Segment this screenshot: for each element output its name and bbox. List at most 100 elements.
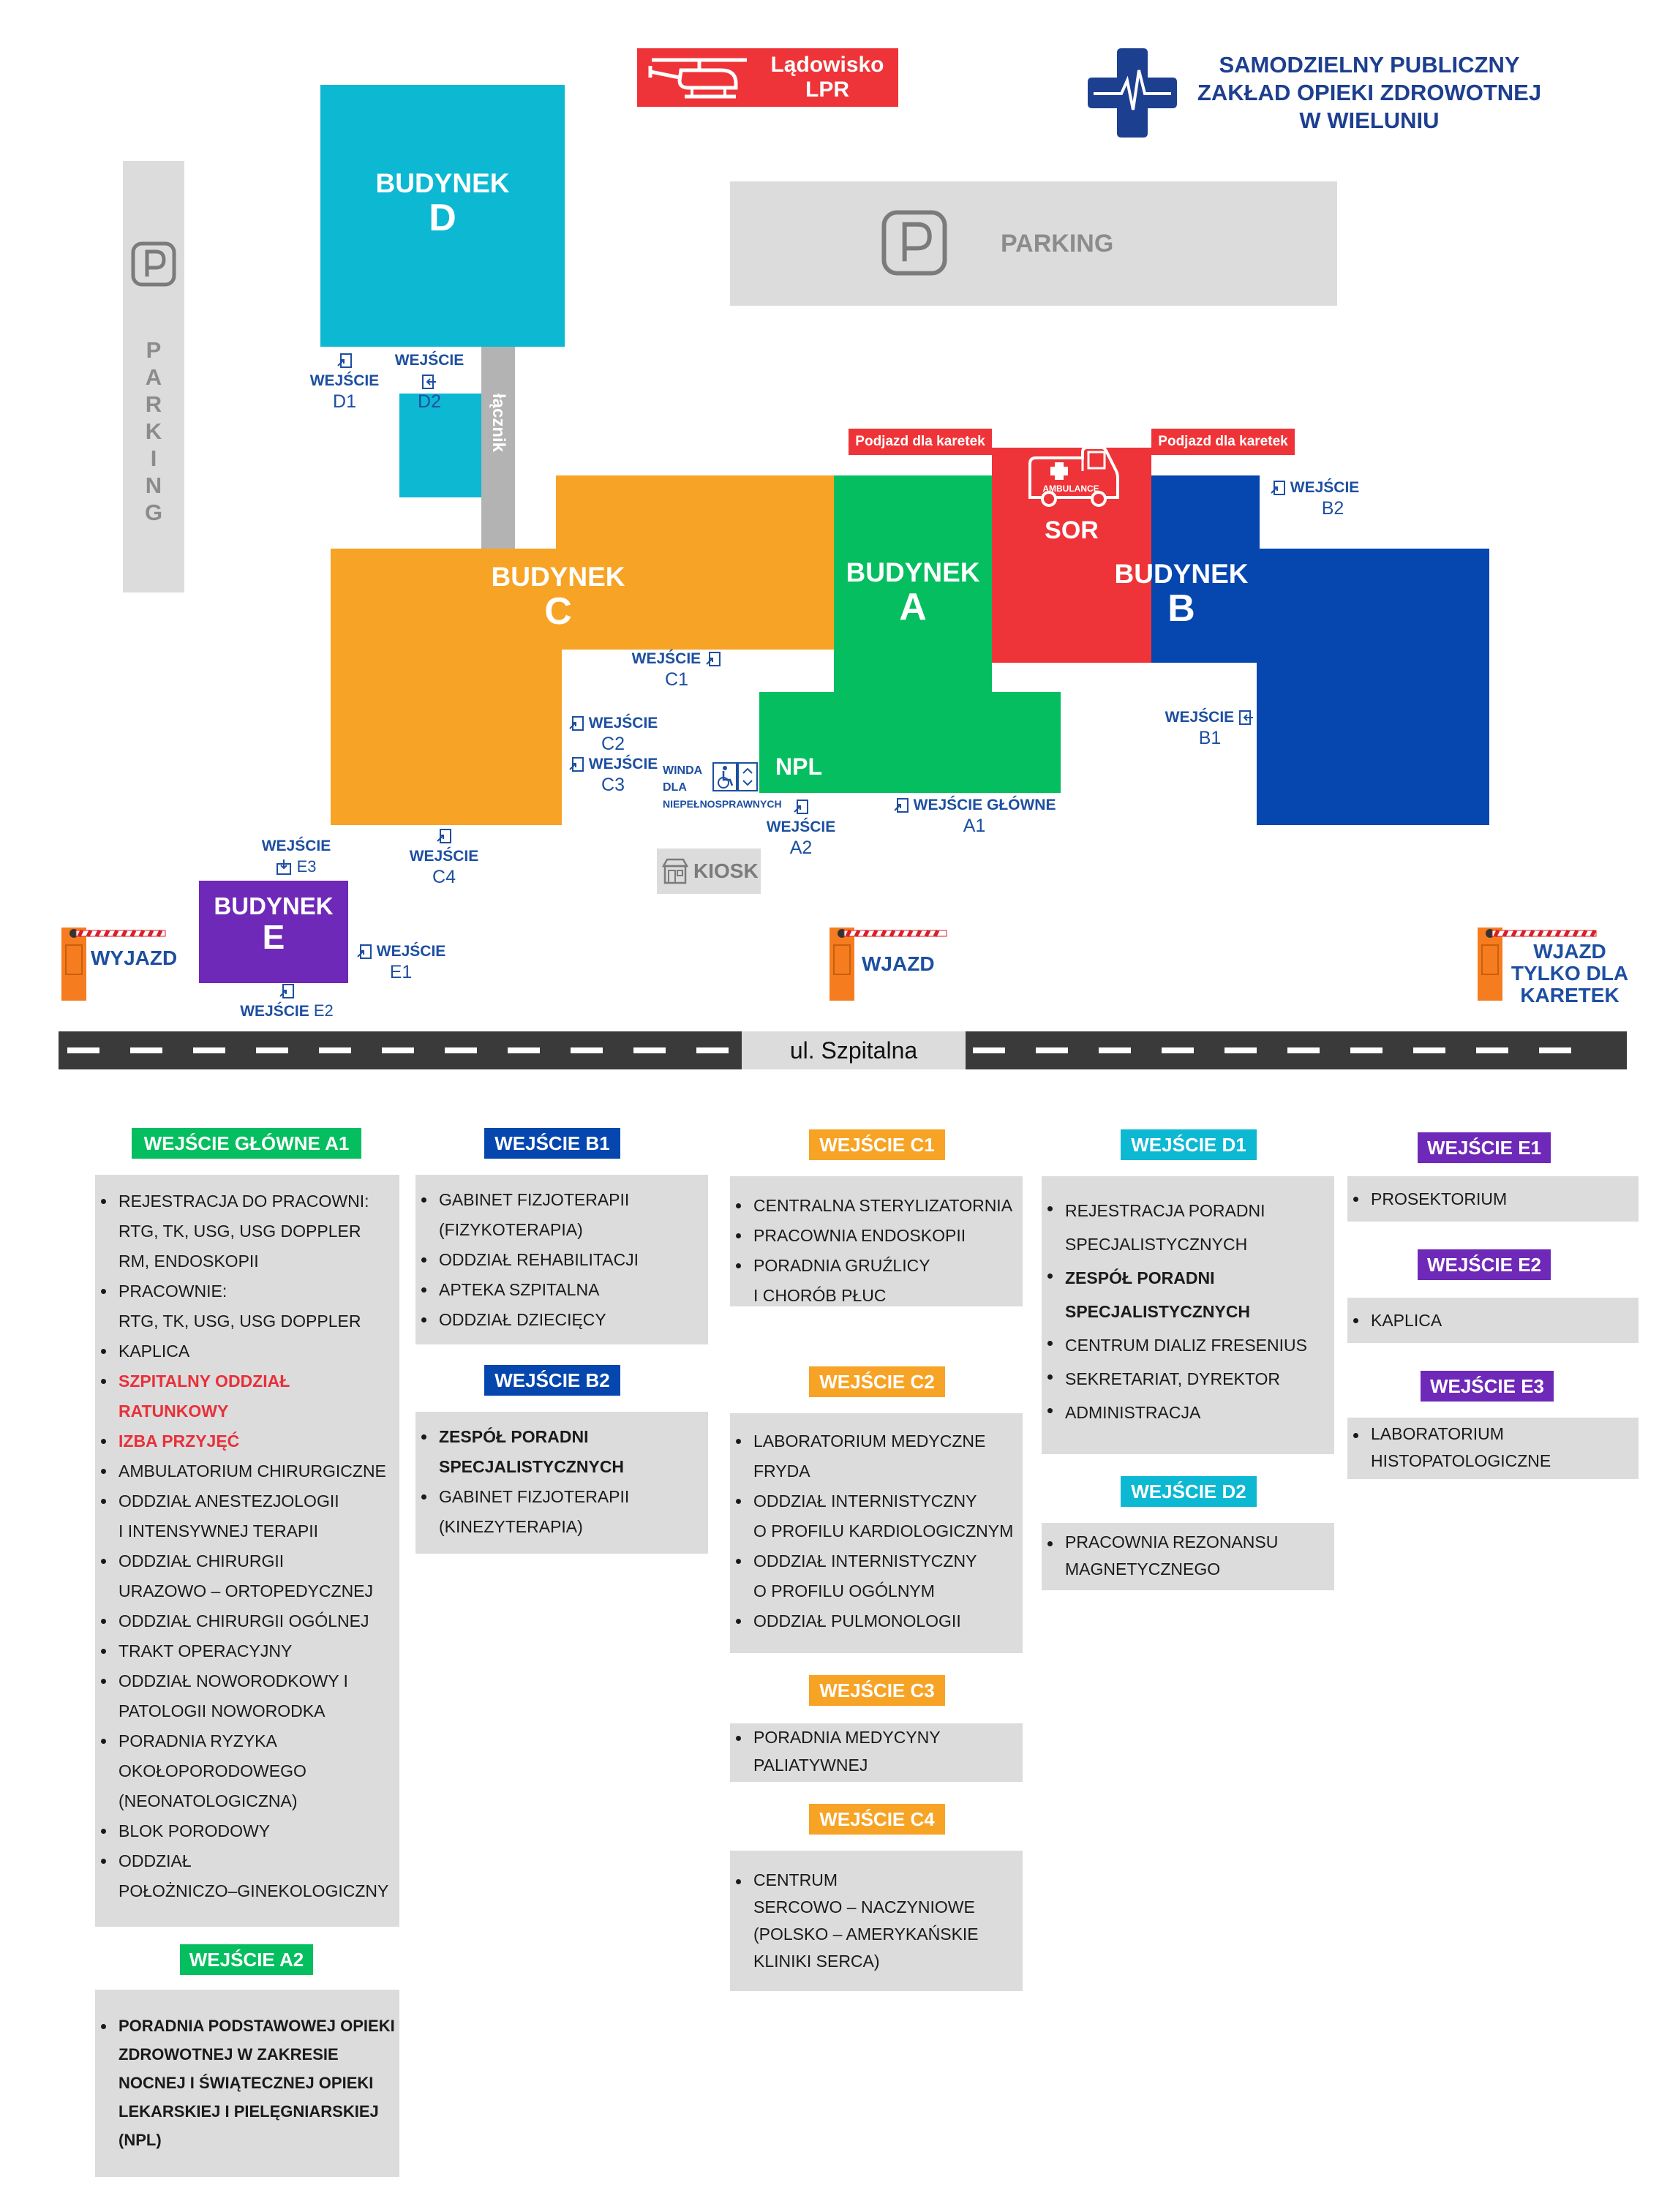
entrance-arrow-icon [337,353,352,369]
road-lane-dash [1099,1047,1131,1053]
legend-panel-e1: PROSEKTORIUM [1347,1176,1639,1222]
building-e-word: BUDYNEK [214,892,334,919]
road-lane-dash [1036,1047,1068,1053]
ambulance-lane-right-label: Podjazd dla karetek [1158,434,1288,449]
parking-top-label: PARKING [1001,230,1114,257]
ambulance-lane-left-label: Podjazd dla karetek [855,434,985,449]
list-item: TRAKT OPERACYJNY [101,1636,399,1666]
org-line2: ZAKŁAD OPIEKI ZDROWOTNEJ [1197,80,1542,105]
legend-header-e3: WEJŚCIE E3 [1421,1371,1554,1402]
exit-barrier [59,923,168,1006]
entrance-code: E3 [296,857,317,876]
legend-header-e1: WEJŚCIE E1 [1418,1132,1551,1163]
entrance-code: C4 [432,867,456,887]
legend-header-a1: WEJŚCIE GŁÓWNE A1 [132,1128,361,1159]
entrance-e3[interactable]: WEJŚCIE E3 [256,835,336,877]
entrance-c4[interactable]: WEJŚCIE C4 [404,825,484,888]
parking-letter: I [150,445,157,471]
road-lane-dash [193,1047,225,1053]
road-lane-dash [1287,1047,1320,1053]
parking-letter: P [146,337,162,363]
elevator-line2: DLA [663,781,687,794]
entrance-c2[interactable]: WEJŚCIE C2 [562,712,664,755]
entrance-word: WEJŚCIE [766,819,836,835]
entrance-arrow-icon [437,829,451,844]
org-line3: W WIELUNIU [1299,108,1440,133]
barrier-gate-icon [61,928,166,1001]
entrance-arrow-icon [276,859,292,876]
list-item: PRACOWNIE:RTG, TK, USG, USG DOPPLER [101,1276,399,1336]
entrance-arrow-icon [1239,710,1254,726]
elevator-line3: NIEPEŁNOSPRAWNYCH [663,798,782,810]
entrance-b1[interactable]: WEJŚCIE B1 [1159,707,1261,749]
entrance-word: WEJŚCIE [309,372,380,389]
parking-icon [131,241,176,287]
entrance-word: WEJŚCIE [240,1003,309,1020]
entrance-code: A2 [789,838,813,858]
road-lane-dash [508,1047,540,1053]
list-item: BLOK PORODOWY [101,1816,399,1846]
list-item: APTEKA SZPITALNA [421,1275,708,1305]
entrance-arrow-icon [279,984,294,999]
road-lane-dash [1539,1047,1571,1053]
heliport-badge: Lądowisko LPR [637,48,898,107]
barrier-gate-icon [830,928,947,1001]
entrance-code: E1 [389,962,413,982]
legend-header-b2: WEJŚCIE B2 [484,1365,620,1396]
building-e-letter: E [262,917,285,956]
barrier-gate-icon [1478,928,1597,1001]
ambulance-entry-label: WJAZD TYLKO DLA KARETEK [1504,941,1636,1007]
entrance-code: C3 [601,775,625,795]
road-lane-dash [1413,1047,1445,1053]
entrance-d1[interactable]: WEJŚCIE D1 [304,350,385,413]
list-item: PORADNIA PODSTAWOWEJ OPIEKI ZDROWOTNEJ W… [101,2012,399,2154]
entrance-e1[interactable]: WEJŚCIE E1 [350,941,452,983]
parking-top: PARKING [730,181,1337,306]
building-d-letter: D [429,196,456,239]
list-item: ODDZIAŁ DZIECIĘCY [421,1305,708,1335]
parking-letter: K [145,418,162,444]
entrance-c1[interactable]: WEJŚCIE C1 [622,648,731,691]
list-item: CENTRUM DIALIZ FRESENIUS [1047,1328,1334,1362]
exit-label: WYJAZD [91,947,178,969]
entrance-d2[interactable]: WEJŚCIE D2 [388,350,471,413]
parking-icon [881,210,947,276]
road-lane-dash [319,1047,351,1053]
street-name: ul. Szpitalna [789,1037,918,1064]
sor-unit [992,448,1151,663]
entrance-a1-main[interactable]: WEJŚCIE GŁÓWNE A1 [887,794,1062,837]
parking-letter: N [145,473,162,498]
entrance-e2[interactable]: WEJŚCIE E2 [236,980,338,1022]
legend-panel-a1: REJESTRACJA DO PRACOWNI:RTG, TK, USG, US… [95,1175,399,1927]
ambulance-entry-line1: WJAZD [1533,940,1606,963]
entrance-a2[interactable]: WEJŚCIE A2 [761,796,841,859]
entrance-c3[interactable]: WEJŚCIE C3 [562,753,664,796]
road-lane-dash [1350,1047,1382,1053]
building-d-annex [399,394,481,497]
parking-letter: G [144,500,163,525]
entrance-arrow-icon [893,798,908,813]
org-name: SAMODZIELNY PUBLICZNY ZAKŁAD OPIEKI ZDRO… [1179,51,1560,135]
sor-label: SOR [1045,516,1099,544]
ambulance-entry-barrier [1475,923,1599,1006]
legend-panel-b1: GABINET FIZJOTERAPII(FIZYKOTERAPIA) ODDZ… [415,1175,708,1344]
entrance-b2[interactable]: WEJŚCIE B2 [1260,477,1369,519]
entrance-code: C1 [665,669,688,690]
road-lane-dash [382,1047,414,1053]
list-item: CENTRUM SERCOWO – NACZYNIOWE (POLSKO – A… [736,1867,1023,1975]
building-c-letter: C [544,590,572,633]
entrance-word: WEJŚCIE [376,943,446,960]
legend-header-c3: WEJŚCIE C3 [809,1675,945,1706]
street-sign: ul. Szpitalna [742,1031,966,1069]
wheelchair-elevator-icon [712,762,758,791]
